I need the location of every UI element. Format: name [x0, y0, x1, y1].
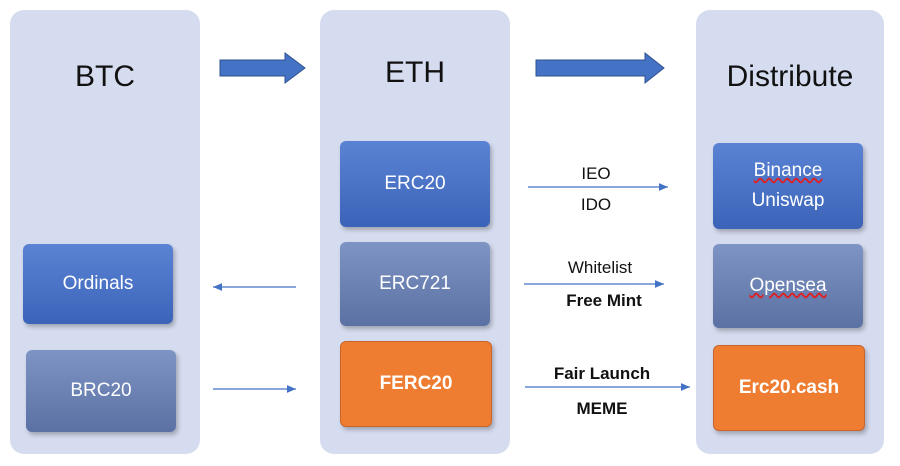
brc20-box: BRC20	[26, 350, 176, 432]
fair-launch-label: Fair Launch	[553, 364, 651, 383]
erc721-label: ERC721	[379, 273, 451, 294]
erc20cash-label: Erc20.cash	[738, 377, 840, 398]
distribute-title: Distribute	[726, 60, 854, 93]
ido-label: IDO	[580, 195, 612, 214]
ferc20-label: FERC20	[379, 373, 453, 394]
erc721-box: ERC721	[340, 242, 490, 326]
opensea-label: Opensea	[749, 275, 827, 296]
meme-label: MEME	[576, 399, 628, 418]
erc20cash-box: Erc20.cash	[713, 345, 865, 431]
brc20-label: BRC20	[70, 380, 132, 401]
free-mint-label: Free Mint	[566, 291, 642, 310]
ieo-label: IEO	[581, 164, 611, 183]
uniswap-label: Uniswap	[751, 190, 825, 211]
ferc20-box: FERC20	[340, 341, 492, 427]
ordinals-box: Ordinals	[23, 244, 173, 324]
eth-to-distribute-block-arrow	[535, 51, 665, 85]
whitelist-label: Whitelist	[567, 258, 633, 277]
eth-title: ETH	[385, 56, 445, 89]
btc-title: BTC	[75, 60, 135, 93]
erc20-box: ERC20	[340, 141, 490, 227]
binance-label: Binance	[753, 160, 823, 181]
opensea-box: Opensea	[713, 244, 863, 328]
ordinals-label: Ordinals	[62, 273, 134, 294]
binance-uniswap-box: Binance Uniswap	[713, 143, 863, 229]
erc20-label: ERC20	[384, 173, 446, 194]
btc-to-eth-block-arrow	[219, 52, 306, 84]
